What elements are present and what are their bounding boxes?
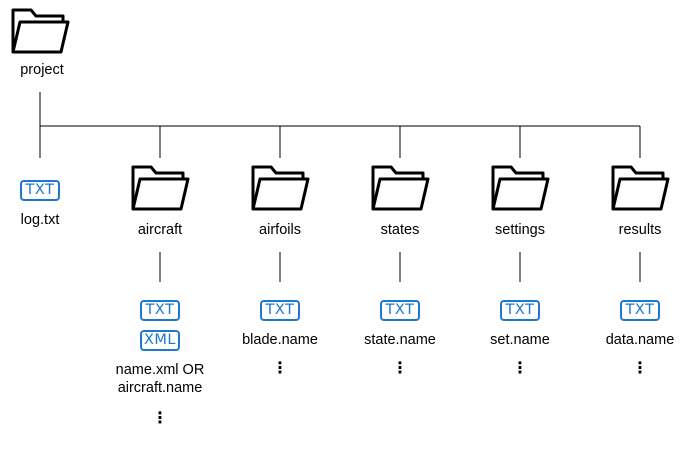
- txt-file-icon: TXT: [500, 300, 540, 321]
- folder-icon[interactable]: [250, 163, 310, 213]
- folder-label-aircraft: aircraft: [137, 222, 183, 238]
- xml-file-icon: XML: [140, 330, 180, 351]
- folder-icon[interactable]: [130, 163, 190, 213]
- folder-label-airfoils: airfoils: [259, 222, 301, 238]
- folder-icon[interactable]: [370, 163, 430, 213]
- txt-file-icon: TXT: [620, 300, 660, 321]
- folder-label-states: states: [380, 222, 420, 238]
- file-label-aircraft-line2[interactable]: aircraft.name: [117, 380, 203, 396]
- file-label-states[interactable]: state.name: [364, 332, 436, 348]
- more-files-ellipsis: ⋮: [632, 360, 648, 377]
- more-files-ellipsis: ⋮: [272, 360, 288, 377]
- folder-icon[interactable]: [490, 163, 550, 213]
- folder-label-results: results: [618, 222, 662, 238]
- more-files-ellipsis: ⋮: [512, 360, 528, 377]
- file-label-settings[interactable]: set.name: [490, 332, 550, 348]
- file-label-aircraft-line1[interactable]: name.xml OR: [115, 362, 205, 378]
- folder-label-project: project: [20, 62, 64, 78]
- txt-file-icon: TXT: [380, 300, 420, 321]
- folder-icon[interactable]: [10, 6, 70, 56]
- file-label-results[interactable]: data.name: [605, 332, 675, 348]
- more-files-ellipsis: ⋮: [152, 410, 168, 427]
- txt-file-icon: TXT: [260, 300, 300, 321]
- txt-file-icon: TXT: [20, 180, 60, 201]
- txt-file-icon: TXT: [140, 300, 180, 321]
- folder-label-settings: settings: [495, 222, 545, 238]
- file-label-airfoils[interactable]: blade.name: [242, 332, 318, 348]
- file-label-log[interactable]: log.txt: [20, 212, 60, 228]
- folder-icon[interactable]: [610, 163, 670, 213]
- more-files-ellipsis: ⋮: [392, 360, 408, 377]
